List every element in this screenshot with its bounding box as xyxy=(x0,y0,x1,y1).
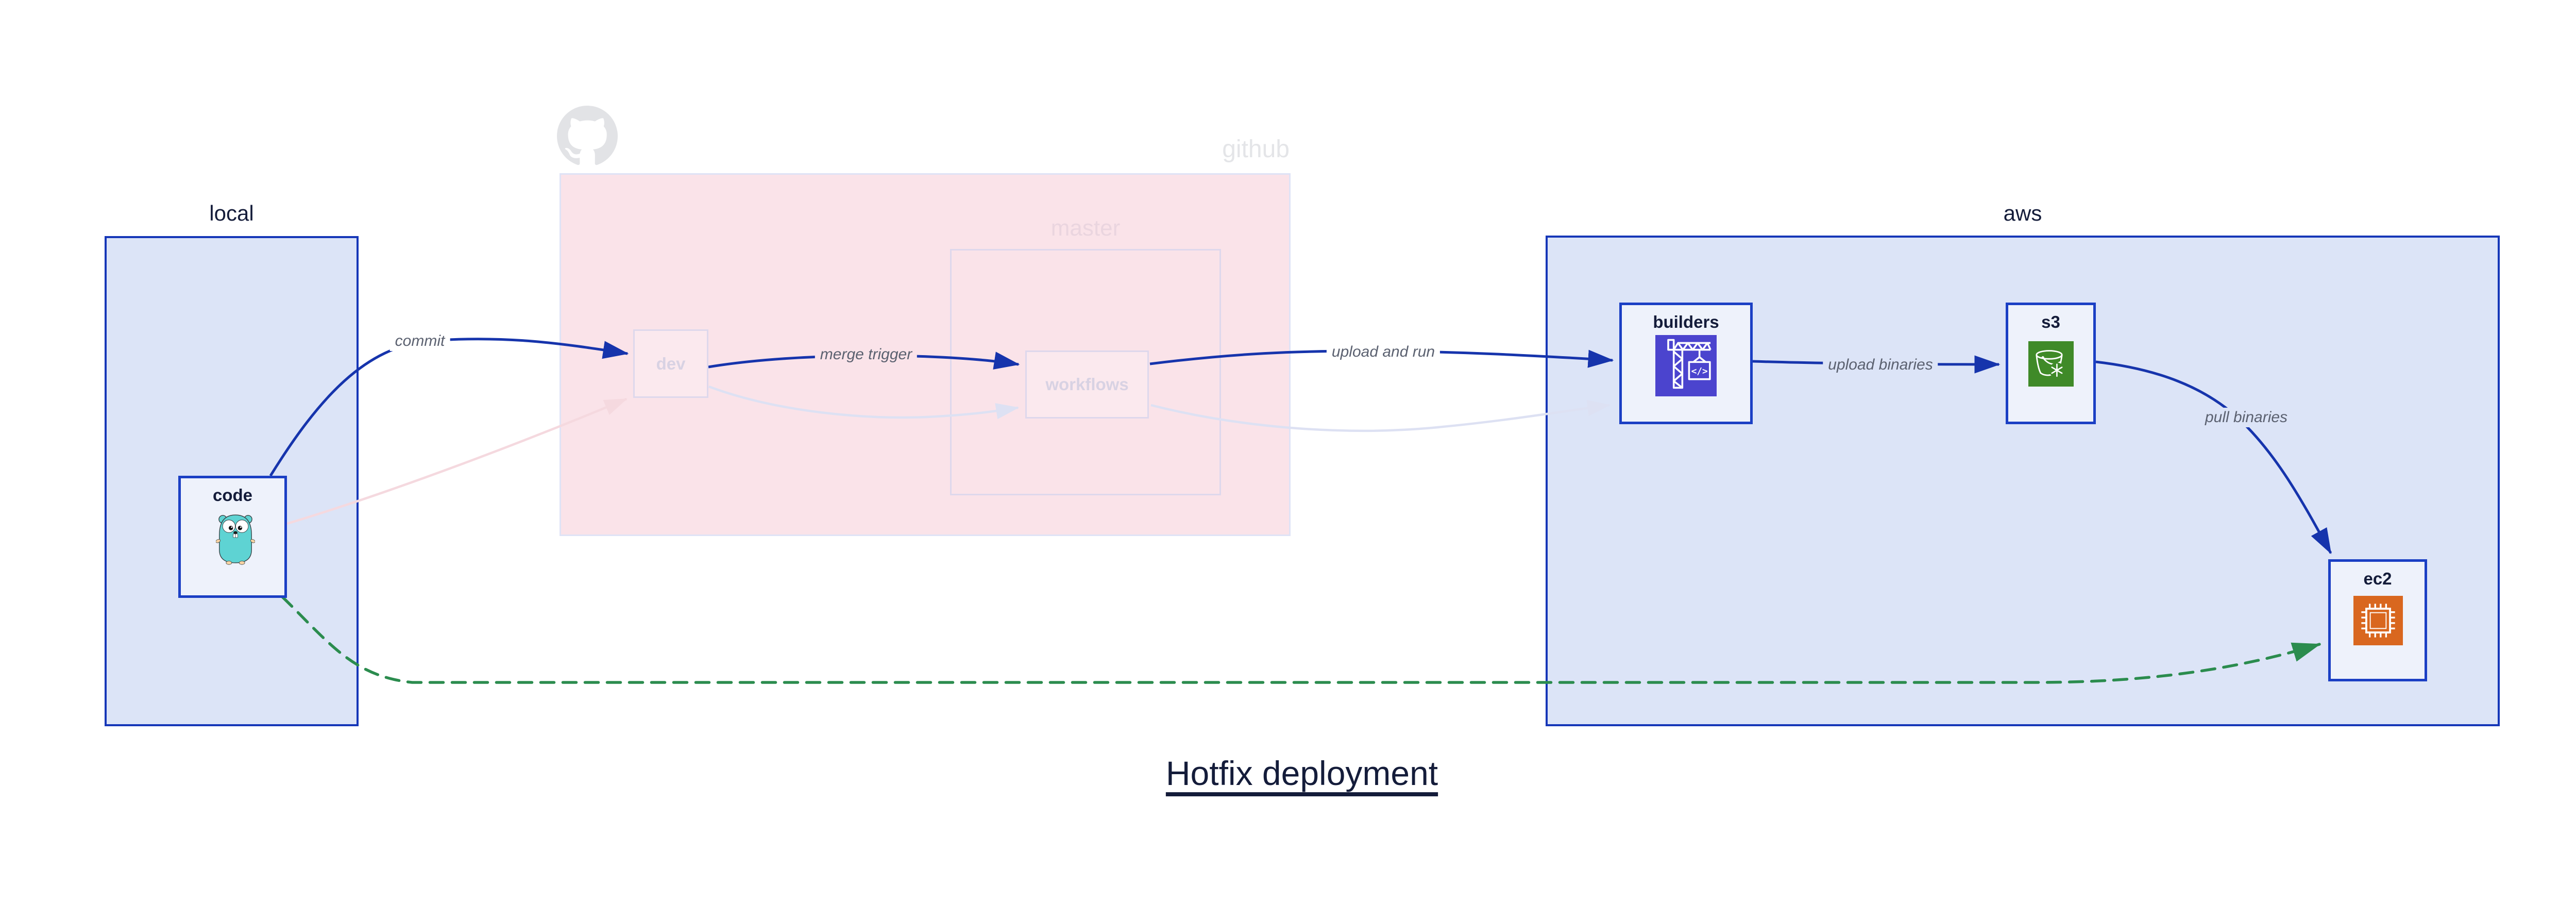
edge-label-pull-binaries: pull binaries xyxy=(2199,408,2293,427)
master-label: master xyxy=(1050,215,1121,241)
node-ec2: ec2 xyxy=(2328,559,2427,681)
node-workflows: workflows xyxy=(1025,350,1149,419)
node-ec2-label: ec2 xyxy=(2363,569,2392,588)
node-workflows-label: workflows xyxy=(1045,375,1129,394)
edge-label-upload-and-run: upload and run xyxy=(1326,342,1440,362)
edge-label-upload-binaries: upload binaries xyxy=(1823,355,1938,375)
svg-text:</>: </> xyxy=(1691,366,1708,377)
node-code: code xyxy=(178,476,287,598)
node-s3-label: s3 xyxy=(2041,312,2060,331)
aws-codebuild-crane-icon: </> xyxy=(1655,335,1717,399)
aws-ec2-chip-icon xyxy=(2353,596,2403,648)
local-label: local xyxy=(209,201,254,225)
edge-label-merge-trigger: merge trigger xyxy=(815,345,918,364)
node-dev-label: dev xyxy=(656,354,686,373)
container-master xyxy=(950,249,1221,495)
node-builders: builders </> xyxy=(1619,303,1753,424)
aws-label: aws xyxy=(2003,201,2042,225)
node-code-label: code xyxy=(212,486,253,505)
github-octocat-logo-icon xyxy=(557,106,618,169)
node-builders-label: builders xyxy=(1653,312,1719,331)
diagram-title: Hotfix deployment xyxy=(1165,754,1438,792)
edge-label-commit: commit xyxy=(389,331,450,351)
go-gopher-icon xyxy=(215,512,256,568)
node-s3: s3 xyxy=(2006,303,2096,424)
node-dev: dev xyxy=(633,329,708,398)
github-label: github xyxy=(1222,136,1290,163)
aws-s3-glacier-bucket-icon xyxy=(2028,341,2074,389)
